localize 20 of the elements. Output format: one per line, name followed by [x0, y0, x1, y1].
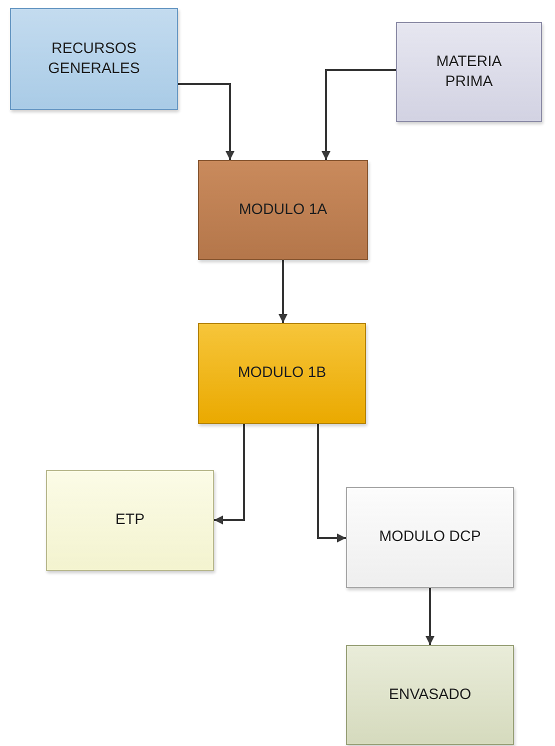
box-label: MODULO 1A: [238, 200, 328, 220]
process-box: [346, 645, 514, 745]
process-box: [198, 160, 368, 260]
arrow: [178, 83, 234, 160]
arrow: [426, 588, 434, 645]
process-box: [346, 487, 514, 588]
box-label: ETP: [115, 510, 145, 530]
box-label: MODULO DCP: [379, 527, 481, 548]
box-label: RECURSOS GENERALES: [47, 38, 141, 79]
process-box: [396, 22, 542, 122]
box-label: MODULO 1B: [238, 363, 326, 384]
process-box: [10, 8, 178, 110]
arrow: [317, 424, 346, 542]
box-label: MATERIA PRIMA: [435, 52, 503, 92]
process-box: [198, 323, 366, 424]
box-label: ENVASADO: [388, 684, 472, 705]
arrow: [322, 69, 396, 160]
process-box: [46, 470, 214, 571]
arrow: [278, 260, 288, 323]
arrow: [214, 424, 245, 524]
